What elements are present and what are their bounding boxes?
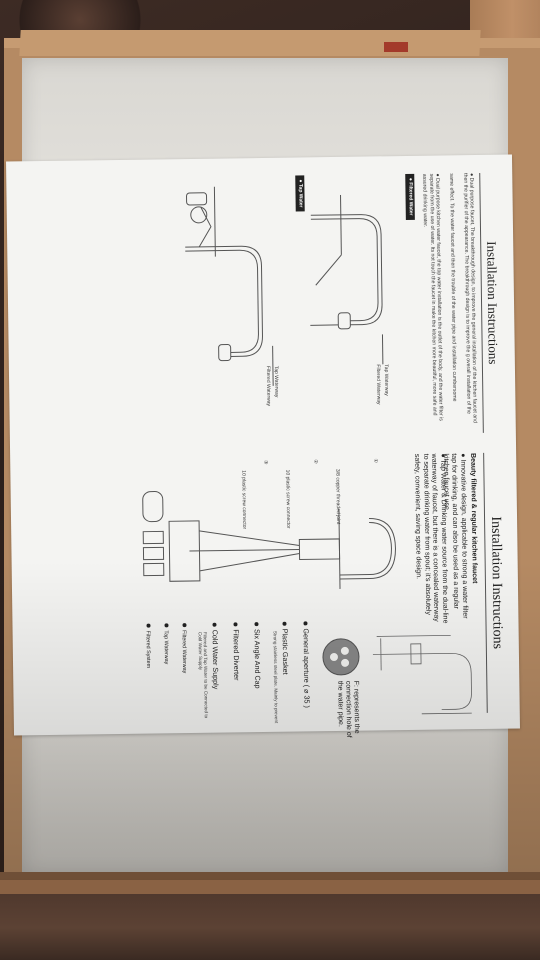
cardboard-box-top-edge (19, 30, 481, 56)
legend-item: Filtered System (145, 623, 152, 728)
connector-number-3: ③ (262, 459, 269, 465)
label-filtered-waterway-1: Filtered Waterway (374, 364, 382, 405)
left-page: Installation Instructions ● Dual purpose… (14, 163, 508, 450)
feature-paragraph-2: ● Tap Water & Drinking water source from… (413, 453, 449, 624)
legend-item: Filtered Diverter (232, 622, 242, 726)
parts-legend: General aperture ( ⌀ 35 ) Plastic Gasket… (133, 621, 312, 727)
legend-item: Filtered Waterway (181, 623, 188, 727)
label-filtered-waterway-2: Filtered Waterway (264, 365, 272, 407)
tap-water-tag: ● Tap Water (295, 175, 305, 212)
connection-hole-icon (322, 638, 360, 676)
filtered-water-faucet-diagram (310, 194, 384, 365)
legend-item: Plastic Gasket (280, 621, 290, 726)
installation-assembly-diagram (142, 491, 396, 589)
intro-paragraph-1: ● Dual purpose faucet, The breakthrough … (461, 173, 478, 423)
intro-paragraph-2: same effect. To the water faucet and the… (448, 173, 458, 402)
instruction-sheet: Installation Instructions ● Dual purpose… (6, 154, 520, 738)
red-sticker (384, 42, 408, 52)
left-page-title: Installation Instructions (484, 241, 501, 365)
legend-item: Six Angle And Cap (253, 622, 263, 726)
legend-item: General aperture ( ⌀ 35 ) (301, 621, 312, 725)
instruction-sheet-content: Installation Instructions ● Dual purpose… (14, 163, 512, 738)
faucet-dimension-drawing (372, 634, 472, 715)
connection-hole-note: F: represents the connection hole of the… (336, 680, 361, 738)
legend-item: Tap Waterway (163, 623, 170, 727)
tap-water-faucet-diagram (185, 186, 274, 386)
right-page: Installation Instructions Beauty filtere… (18, 443, 512, 738)
connector-label-2: 10 plastic screw connector (284, 469, 292, 529)
filtered-water-tag: ● Filtered Water (405, 173, 415, 220)
cardboard-box-bottom-edge (0, 872, 540, 894)
legend-note: Filtered and Tap Water to be Connected t… (197, 631, 210, 719)
label-tap-waterway-2: Tap Waterway (272, 365, 280, 398)
connector-number-1: ① (372, 458, 379, 463)
right-page-title: Installation Instructions (488, 516, 505, 650)
connector-label-1: 3/8 copper threaded joint (334, 468, 342, 525)
legend-note: Strong stainless steel plate. Mainly to … (272, 630, 279, 724)
label-tap-waterway-1: Tap Waterway (382, 364, 390, 396)
legend-item: Cold Water Supply (211, 622, 221, 727)
connector-number-2: ② (312, 459, 319, 464)
intro-paragraph-3: ● Dual purpose kitchen water faucet, the… (421, 173, 444, 421)
connector-label-3: 10 plastic screw connector (240, 470, 248, 530)
